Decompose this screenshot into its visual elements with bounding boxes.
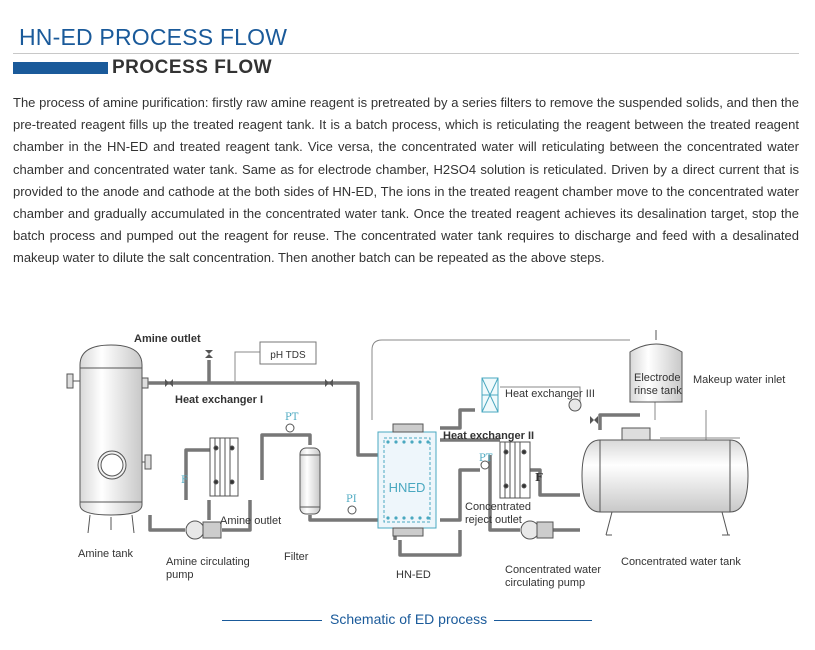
label-f-right: F [535, 471, 543, 484]
heat-exchanger-1-plate [209, 437, 239, 497]
label-conc-tank: Concentrated water tank [621, 556, 741, 568]
concentrated-water-pump [520, 520, 554, 540]
section-title: PROCESS FLOW [112, 57, 273, 78]
caption-text: Schematic of ED process [330, 611, 488, 627]
label-amine-pump-line1: Amine circulating [166, 556, 250, 568]
label-pt-right: PT [479, 453, 493, 464]
electrode-rinse-tank [629, 330, 683, 403]
label-amine-tank: Amine tank [78, 548, 134, 560]
process-description: The process of amine purification: first… [13, 95, 799, 266]
label-filter: Filter [284, 551, 309, 563]
svg-text:pH TDS: pH TDS [270, 350, 306, 361]
label-pi: PI [346, 494, 357, 505]
label-conc-pump-line2: circulating pump [505, 577, 585, 589]
ph-tds-meter: pH TDS [259, 341, 317, 365]
heat-exchanger-3 [481, 377, 499, 413]
label-electrode-line2: rinse tank [634, 385, 682, 397]
label-heat-exchanger-3: Heat exchanger III [505, 388, 595, 400]
label-heat-exchanger-1: Heat exchanger I [175, 394, 263, 406]
label-conc-pump-line1: Concentrated water [505, 564, 601, 576]
heat-exchanger-2-plate [499, 441, 531, 499]
label-amine-outlet-top: Amine outlet [134, 333, 201, 345]
label-amine-pump-line2: pump [166, 569, 194, 581]
amine-tank [66, 344, 152, 534]
thin-lines [234, 339, 740, 440]
pressure-gauges [285, 423, 490, 515]
svg-text:HNED: HNED [389, 480, 426, 495]
title-underline [13, 53, 799, 54]
page-title: HN-ED PROCESS FLOW [19, 24, 288, 50]
label-amine-outlet-bottom: Amine outlet [220, 515, 281, 527]
label-electrode-line1: Electrode [634, 372, 680, 384]
label-heat-exchanger-2: Heat exchanger II [443, 430, 534, 442]
label-hn-ed: HN-ED [396, 569, 431, 581]
heat-exchanger-3-pump [568, 398, 582, 412]
label-makeup-water-inlet: Makeup water inlet [693, 374, 785, 386]
valves [165, 350, 598, 424]
caption-line-left [222, 620, 322, 621]
filter-vessel [299, 447, 321, 515]
figure-caption: Schematic of ED process [0, 611, 815, 631]
label-f-left: F [181, 475, 188, 486]
section-accent-bar [13, 62, 108, 74]
label-pt-left: PT [285, 412, 299, 423]
caption-line-right [494, 620, 592, 621]
label-conc-reject-line1: Concentrated [465, 501, 531, 513]
hned-stack: HNED [377, 423, 437, 537]
amine-circulating-pump [185, 520, 222, 540]
concentrated-water-tank [581, 427, 749, 536]
label-conc-reject-line2: reject outlet [465, 514, 522, 526]
